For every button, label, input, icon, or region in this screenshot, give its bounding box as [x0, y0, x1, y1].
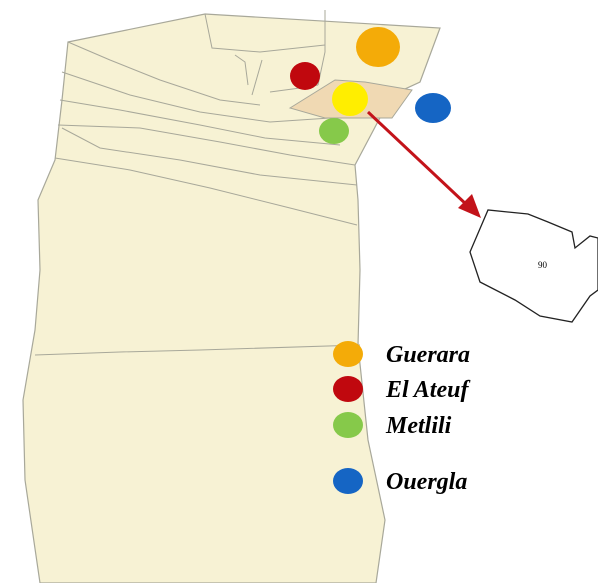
study-area-inset: 90 [469, 209, 598, 323]
legend-swatch-ouergla [333, 468, 363, 494]
legend-label-metlili: Metlili [385, 413, 452, 439]
marker-guerara [356, 27, 400, 67]
legend-swatch-metlili [333, 412, 363, 438]
inset-label: 90 [538, 260, 548, 270]
region-outline [22, 13, 441, 583]
legend-label-ouergla: Ouergla [386, 469, 467, 495]
marker-ouergla [415, 93, 451, 123]
zoom-arrow [366, 110, 481, 218]
marker-el-ateuf [290, 62, 320, 90]
legend-label-el-ateuf: El Ateuf [385, 377, 470, 403]
legend-swatch-guerara [333, 341, 363, 367]
legend-label-guerara: Guerara [386, 342, 470, 368]
marker-study-area [332, 82, 368, 116]
marker-metlili [319, 118, 349, 144]
city-markers [290, 27, 451, 144]
legend-swatch-el-ateuf [333, 376, 363, 402]
